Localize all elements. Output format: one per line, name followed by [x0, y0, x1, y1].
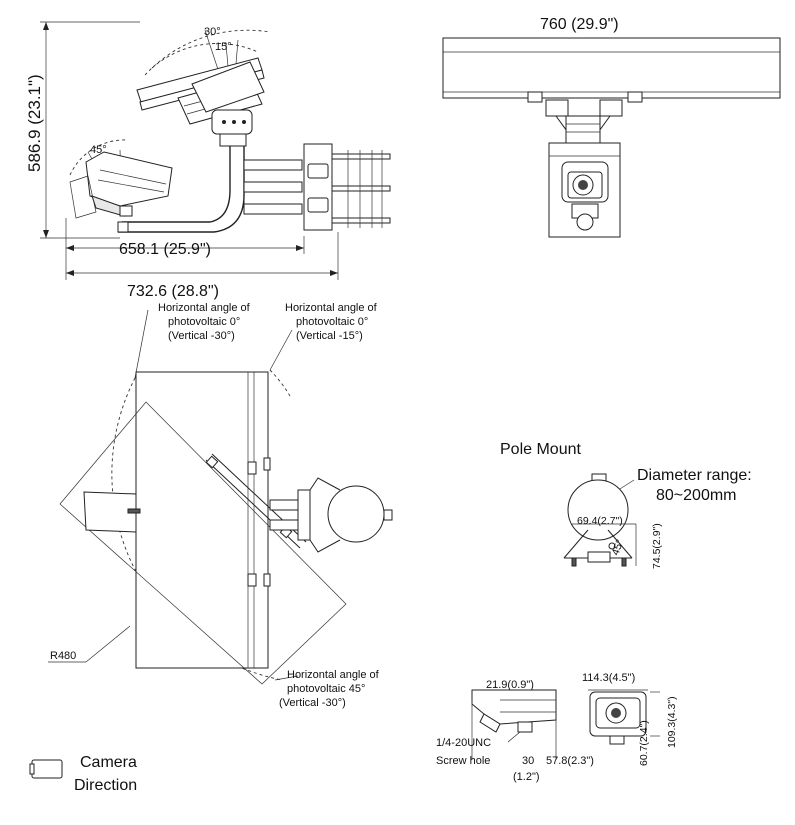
- plan-left-label-line1: Horizontal angle of: [158, 302, 251, 314]
- pole-width-dimension-label: 69.4(2.7"): [577, 515, 623, 527]
- front-view: 760 (29.9"): [442, 16, 781, 238]
- plan-left-label-line2: photovoltaic 0°: [168, 316, 240, 328]
- width-outer-dimension-label: 732.6 (28.8"): [127, 283, 219, 300]
- plan-right-label-line3: (Vertical -15°): [296, 330, 363, 342]
- radius-label: R480: [50, 650, 76, 662]
- dim-30-inch-label: (1.2"): [513, 771, 540, 783]
- side-view: 586.9 (23.1") 30° 15° 45°: [25, 21, 391, 300]
- pole-angle-label: 45°: [610, 538, 627, 557]
- plan-bottom-label-line2: photovoltaic 45°: [287, 683, 365, 695]
- camera-width-dimension-label: 114.3(4.5"): [582, 672, 635, 684]
- plan-right-label-line2: photovoltaic 0°: [296, 316, 368, 328]
- angle-15-label: 15°: [215, 41, 232, 53]
- legend-line2: Direction: [74, 777, 137, 794]
- plan-bottom-label-line1: Horizontal angle of: [287, 669, 380, 681]
- camera-height-dimension-label: 109.3(4.3"): [666, 696, 678, 748]
- angle-30-label: 30°: [204, 26, 221, 38]
- front-width-dimension-label: 760 (29.9"): [540, 16, 619, 33]
- pole-height-dimension-label: 74.5(2.9"): [651, 523, 663, 569]
- screw-label-line1: 1/4-20UNC: [436, 737, 491, 749]
- camera-inner-dimension-label: 60.7(2.4"): [638, 720, 650, 766]
- camera-direction-icon: [31, 759, 63, 779]
- camera-detail: 21.9(0.9") 1/4-20UNC Screw hole 30 (1.2"…: [436, 672, 678, 783]
- plan-bottom-label-line3: (Vertical -30°): [279, 697, 346, 709]
- dim-30-label: 30: [522, 755, 534, 767]
- plan-right-label-line1: Horizontal angle of: [285, 302, 378, 314]
- pole-mount-detail: Pole Mount Diameter range: 80~200mm 69.4…: [500, 441, 752, 569]
- diameter-range-line2: 80~200mm: [656, 487, 737, 504]
- height-dimension-label: 586.9 (23.1"): [25, 74, 44, 172]
- pole-mount-title: Pole Mount: [500, 441, 581, 458]
- legend: Camera Direction: [29, 754, 137, 794]
- plan-left-label-line3: (Vertical -30°): [168, 330, 235, 342]
- legend-line1: Camera: [80, 754, 137, 771]
- diameter-range-line1: Diameter range:: [637, 467, 752, 484]
- screw-label-line2: Screw hole: [436, 755, 490, 767]
- width-inner-dimension-label: 658.1 (25.9"): [119, 241, 211, 258]
- plan-view: R480 Horizontal angle of photovoltaic 0°…: [48, 302, 393, 709]
- camera-top-dimension-label: 21.9(0.9"): [486, 679, 534, 691]
- dim-57-label: 57.8(2.3"): [546, 755, 594, 767]
